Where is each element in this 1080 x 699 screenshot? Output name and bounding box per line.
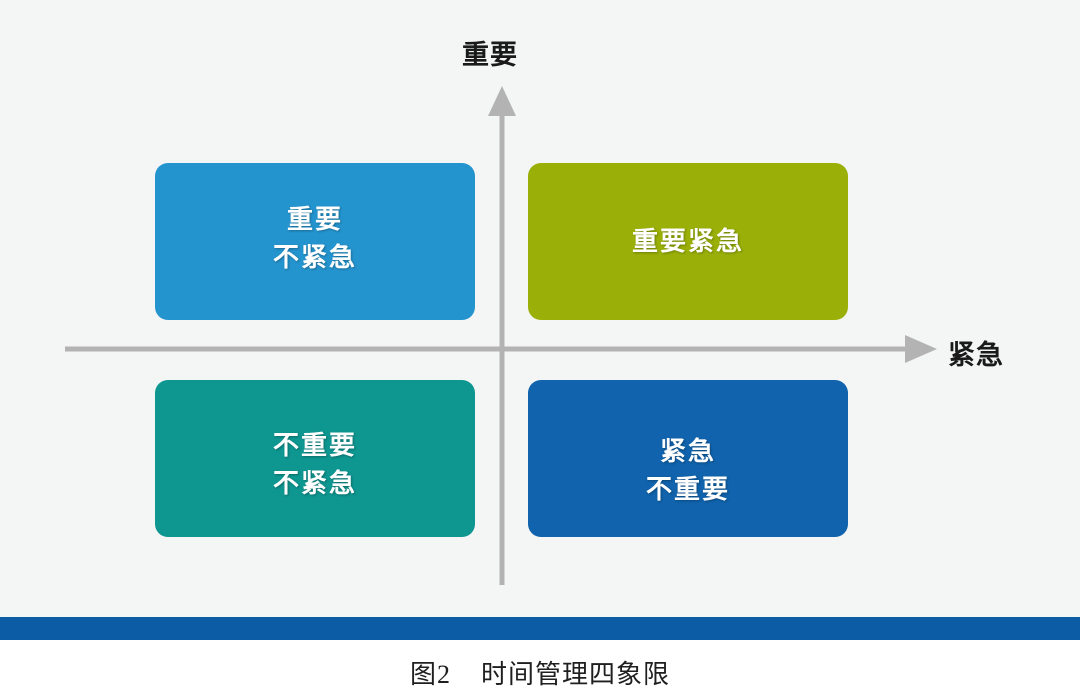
x-axis-arrowhead: [905, 335, 937, 363]
quadrant-label-line-1: 重要: [286, 204, 343, 234]
quadrant-label-line-1: 紧急: [659, 436, 716, 467]
quadrant-important-not-urgent[interactable]: 重要 不紧急: [155, 163, 484, 320]
quadrant-label-line-2: 不重要: [645, 474, 730, 505]
figure-caption: 图2 时间管理四象限: [409, 660, 670, 689]
x-axis-label: 紧急: [948, 340, 1004, 370]
bottom-divider-rule: [0, 617, 1080, 640]
quadrant-label-line-2: 不紧急: [272, 468, 357, 499]
axes-group: [65, 86, 937, 585]
quadrant-label-line-1: 重要紧急: [631, 225, 744, 256]
y-axis-arrowhead: [488, 86, 516, 116]
quadrant-important-urgent[interactable]: 重要紧急: [528, 163, 857, 320]
quadrant-urgent-not-important[interactable]: 紧急 不重要: [528, 380, 857, 537]
quadrant-label-line-1: 不重要: [272, 430, 357, 461]
quadrant-label-line-2: 不紧急: [272, 241, 357, 272]
quadrant-not-important-not-urgent[interactable]: 不重要 不紧急: [155, 380, 484, 537]
y-axis-label: 重要: [462, 40, 518, 70]
